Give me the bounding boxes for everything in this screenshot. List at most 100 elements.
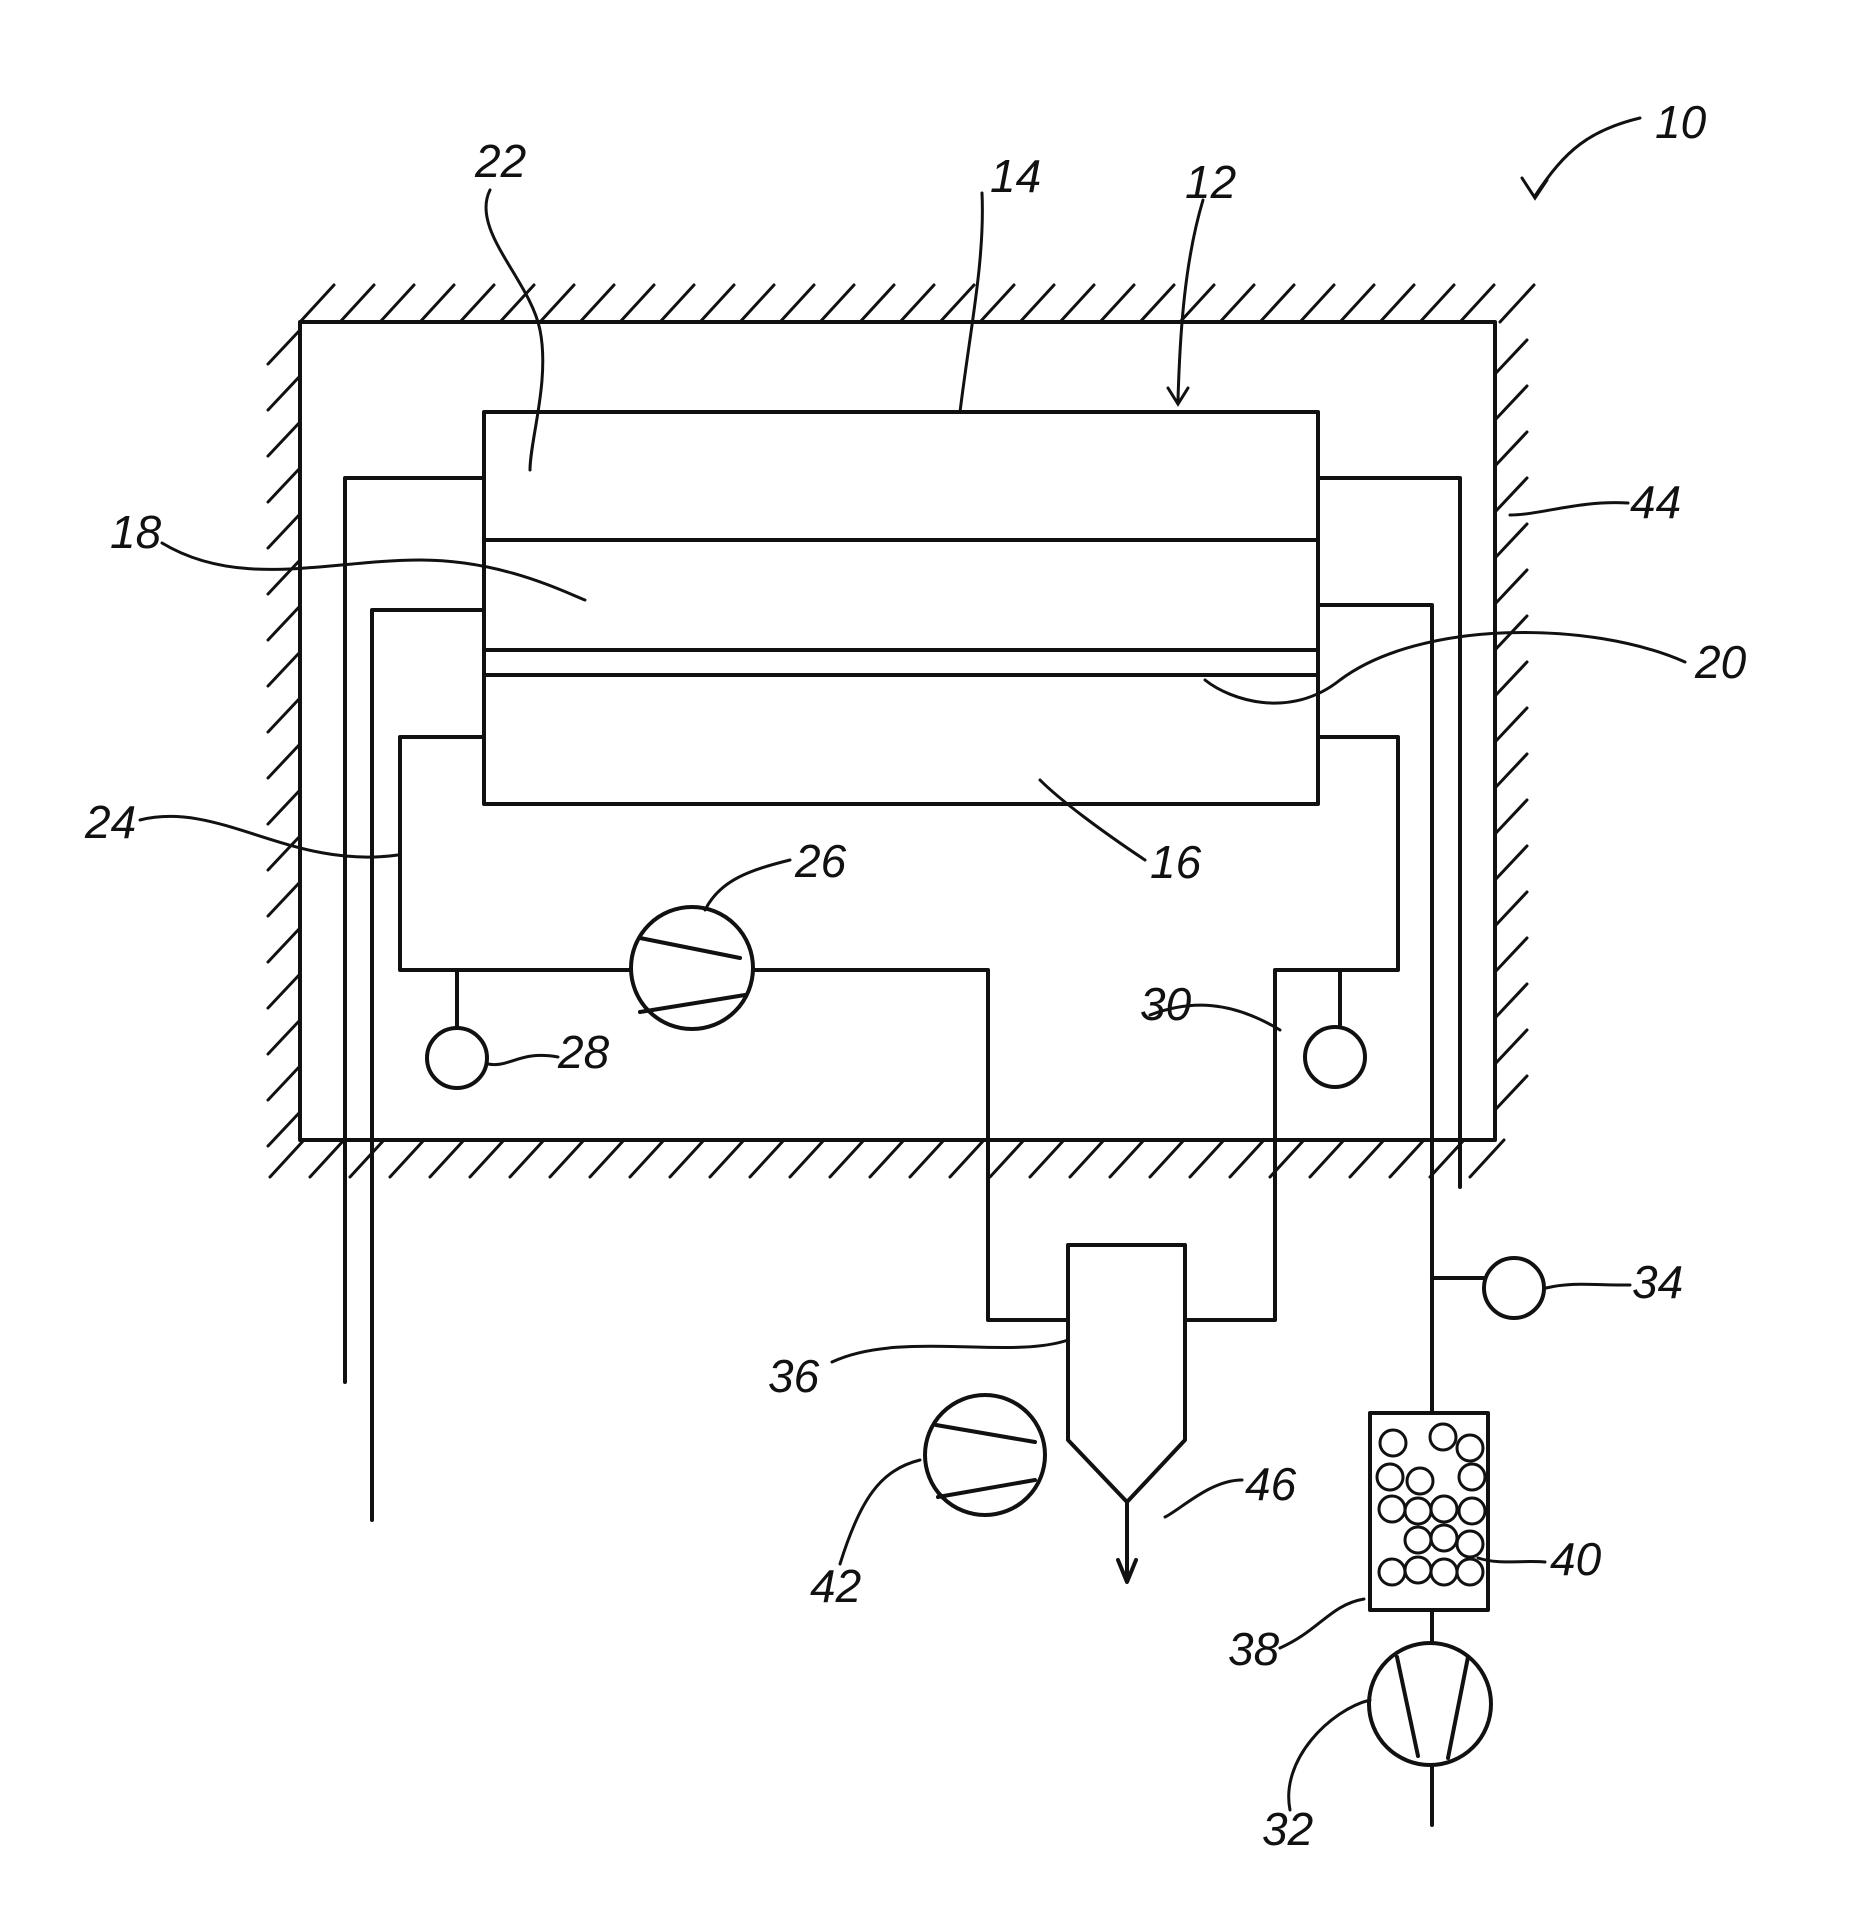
pellet [1377, 1464, 1403, 1490]
hatch-mark [1070, 1140, 1104, 1177]
label-30: 30 [1140, 978, 1192, 1030]
sensor-30 [1305, 1027, 1365, 1087]
label-40: 40 [1550, 1533, 1602, 1585]
pellet [1459, 1498, 1485, 1524]
separator-36 [1068, 1245, 1185, 1582]
hatch-mark [750, 1140, 784, 1177]
hatch-mark [660, 285, 694, 322]
label-20: 20 [1694, 636, 1747, 688]
pellet [1431, 1559, 1457, 1585]
label-36: 36 [768, 1350, 820, 1402]
hatch-mark [470, 1140, 504, 1177]
label-42: 42 [810, 1560, 861, 1612]
pellet [1459, 1464, 1485, 1490]
hatch-mark [900, 285, 934, 322]
hatch-mark [268, 514, 300, 548]
hatch-mark [1495, 478, 1527, 512]
label-24: 24 [84, 796, 136, 848]
filter-bed-38 [1370, 1413, 1488, 1610]
hatch-mark [268, 468, 300, 502]
label-28: 28 [557, 1026, 610, 1078]
hatch-mark [1340, 285, 1374, 322]
hatch-mark [268, 376, 300, 410]
hatch-mark [980, 285, 1014, 322]
hatch-mark [1500, 285, 1534, 322]
hatch-mark [1495, 800, 1527, 834]
hatch-mark [950, 1140, 984, 1177]
label-14: 14 [990, 150, 1041, 202]
pellet [1380, 1430, 1406, 1456]
hatch-mark [1495, 386, 1527, 420]
hatch-mark [1300, 285, 1334, 322]
hatch-mark [268, 606, 300, 640]
label-32: 32 [1262, 1803, 1313, 1855]
hatch-mark [1190, 1140, 1224, 1177]
hatch-mark [270, 1140, 304, 1177]
pellet [1431, 1496, 1457, 1522]
hatch-mark [268, 560, 300, 594]
hatch-mark [268, 928, 300, 962]
sensor-34 [1484, 1258, 1544, 1318]
hatch-mark [590, 1140, 624, 1177]
hatch-mark [390, 1140, 424, 1177]
pellet [1405, 1557, 1431, 1583]
hatch-mark [790, 1140, 824, 1177]
hatch-mark [268, 744, 300, 778]
hatch-mark [268, 1020, 300, 1054]
hatch-mark [860, 285, 894, 322]
hatch-mark [700, 285, 734, 322]
hatch-mark [1310, 1140, 1344, 1177]
hatch-mark [420, 285, 454, 322]
hatch-mark [1495, 892, 1527, 926]
hatch-mark [310, 1140, 344, 1177]
hatch-mark [268, 422, 300, 456]
pellet [1457, 1531, 1483, 1557]
hatch-mark [500, 285, 534, 322]
hatch-mark [1495, 1030, 1527, 1064]
fuel-cell-stack [484, 412, 1318, 804]
hatch-mark [1495, 662, 1527, 696]
hatch-mark [1495, 340, 1527, 374]
label-10: 10 [1655, 96, 1707, 148]
hatch-mark [1020, 285, 1054, 322]
hatch-mark [1260, 285, 1294, 322]
hatch-mark [1060, 285, 1094, 322]
hatch-mark [1495, 754, 1527, 788]
hatch-mark [740, 285, 774, 322]
hatch-mark [268, 698, 300, 732]
hatch-mark [910, 1140, 944, 1177]
hatch-mark [1495, 432, 1527, 466]
hatch-mark [1150, 1140, 1184, 1177]
hatch-mark [820, 285, 854, 322]
hatch-mark [1495, 984, 1527, 1018]
label-38: 38 [1228, 1623, 1280, 1675]
label-18: 18 [110, 506, 162, 558]
pellet [1405, 1498, 1431, 1524]
reference-labels: 10 22 14 12 44 18 20 24 26 16 30 28 34 3… [84, 96, 1747, 1855]
blower-42 [925, 1395, 1045, 1515]
label-22: 22 [474, 135, 526, 187]
hatch-mark [268, 882, 300, 916]
hatch-mark [940, 285, 974, 322]
hatch-mark [1350, 1140, 1384, 1177]
pump-26 [631, 907, 753, 1029]
hatch-mark [540, 285, 574, 322]
hatch-mark [1110, 1140, 1144, 1177]
hatch-mark [1140, 285, 1174, 322]
label-16: 16 [1150, 836, 1202, 888]
hatch-mark [268, 790, 300, 824]
hatch-mark [620, 285, 654, 322]
hatch-mark [1495, 1076, 1527, 1110]
label-46: 46 [1245, 1458, 1297, 1510]
hatch-mark [710, 1140, 744, 1177]
hatch-mark [1495, 524, 1527, 558]
hatch-mark [1495, 846, 1527, 880]
hatch-mark [670, 1140, 704, 1177]
hatch-mark [460, 285, 494, 322]
enclosure-hatching-left [268, 330, 300, 1146]
pellet [1457, 1559, 1483, 1585]
hatch-mark [300, 285, 334, 322]
hatch-mark [1390, 1140, 1424, 1177]
pellet [1379, 1496, 1405, 1522]
